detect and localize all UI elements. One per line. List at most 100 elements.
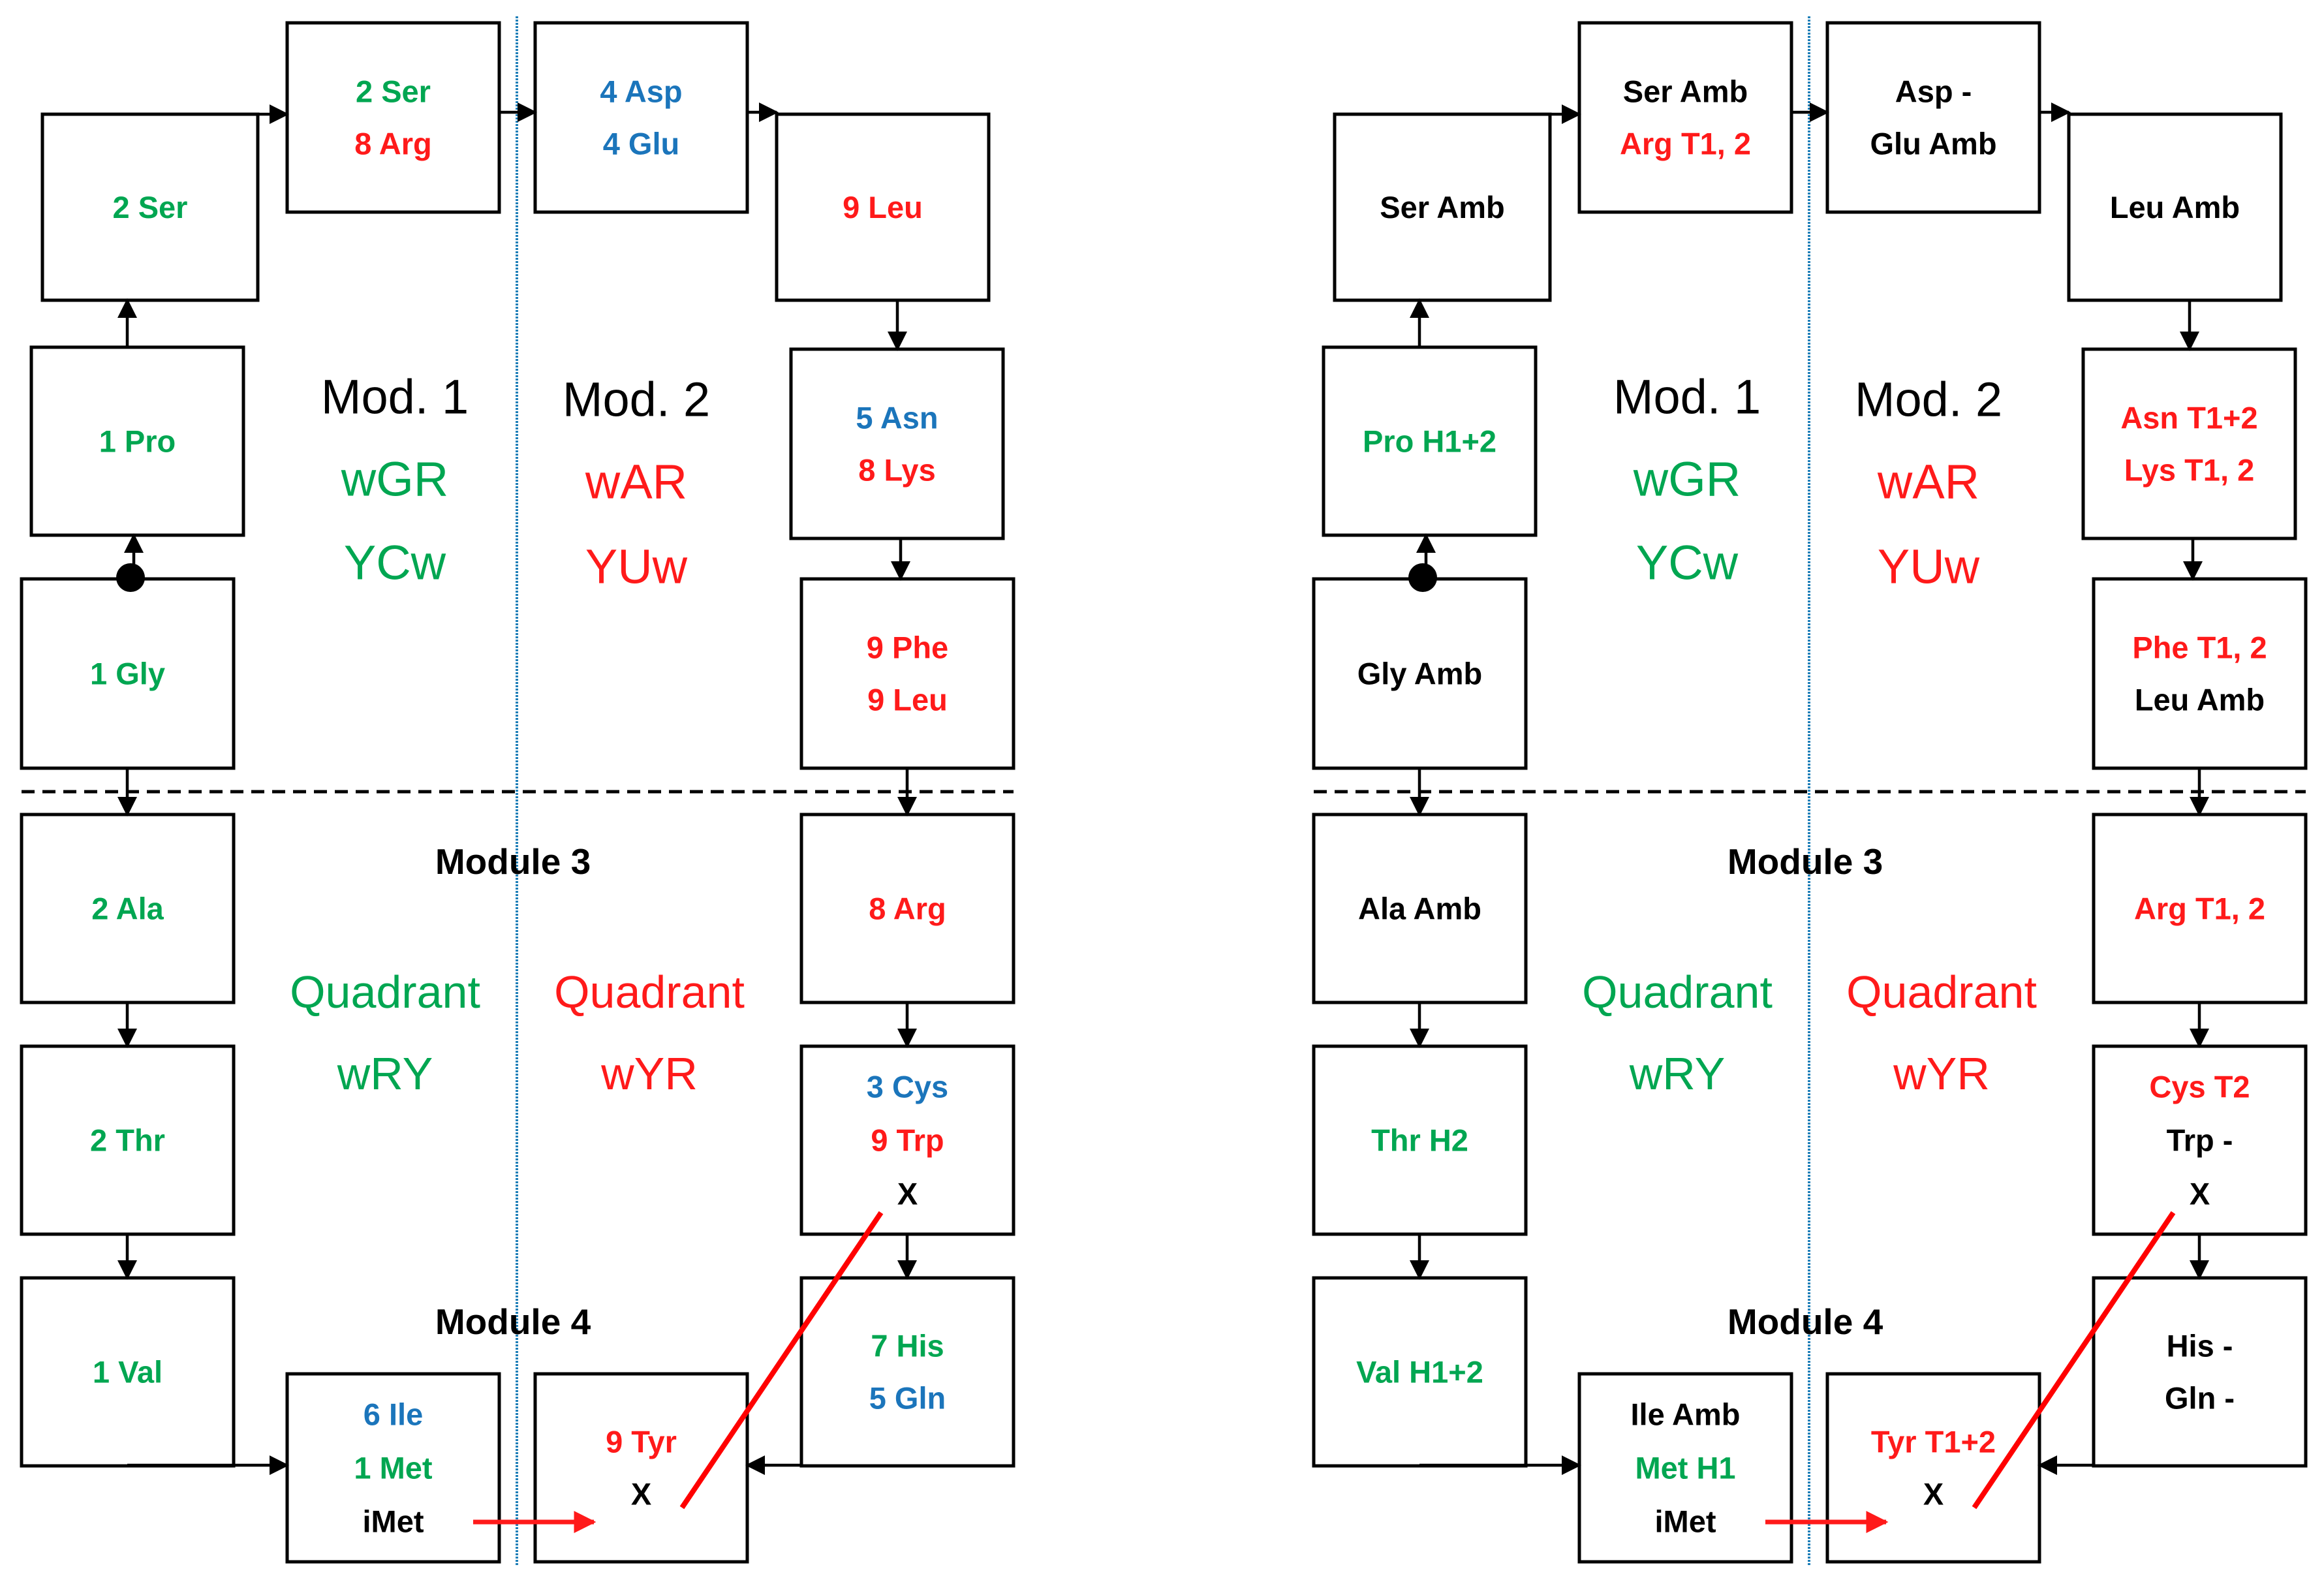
box-label: 2 Ala [91, 892, 164, 926]
box-outline [2092, 577, 2308, 770]
box-label: Arg T1, 2 [2134, 892, 2265, 926]
box-label: 4 Glu [603, 127, 680, 161]
mod1-title: Mod. 1 [321, 370, 469, 424]
box-label: 8 Arg [354, 127, 431, 161]
codon-box-val: 1 Val [20, 1276, 236, 1468]
box-label: Trp - [2167, 1123, 2233, 1158]
box-label: iMet [363, 1504, 424, 1539]
box-label: 4 Asp [600, 74, 682, 109]
box-label: 7 His [871, 1329, 944, 1363]
box-label: 1 Pro [99, 424, 176, 459]
codon-box-ser: Ser Amb [1333, 112, 1552, 302]
module3-title: Module 3 [435, 841, 591, 882]
box-label: 2 Ser [356, 74, 431, 109]
box-label: Pro H1+2 [1363, 424, 1496, 459]
codon-box-ala: 2 Ala [20, 813, 236, 1004]
box-outline [20, 1276, 236, 1468]
mod2-title: Mod. 2 [563, 373, 710, 427]
box-label: Gly Amb [1357, 657, 1483, 691]
quadrant-left-label: Quadrant [290, 967, 480, 1017]
box-label: Gln - [2165, 1381, 2235, 1416]
codon-box-arg: 8 Arg [799, 813, 1015, 1004]
box-outline [533, 1372, 749, 1564]
codon-box-val: Val H1+2 [1312, 1276, 1528, 1468]
codon-box-gly: Gly Amb [1312, 577, 1528, 770]
mod2-line2: YUw [1878, 540, 1980, 594]
codon-box-ala: Ala Amb [1312, 813, 1528, 1004]
box-label: 6 Ile [364, 1397, 423, 1432]
box-outline [40, 112, 260, 302]
box-label: Lys T1, 2 [2124, 453, 2254, 488]
box-label: Val H1+2 [1356, 1355, 1483, 1390]
box-label: Phe T1, 2 [2132, 630, 2267, 665]
mod1-title: Mod. 1 [1613, 370, 1761, 424]
box-label: Asp - [1895, 74, 1972, 109]
red-diagonal-line [679, 1211, 884, 1510]
box-outline [285, 1372, 501, 1564]
codon-box-ser: 2 Ser [40, 112, 260, 302]
box-outline [1333, 112, 1552, 302]
box-outline [799, 1276, 1015, 1468]
box-label: X [897, 1177, 918, 1211]
box-outline [775, 112, 991, 302]
mod1-line2: YCw [1636, 536, 1739, 590]
box-label: 1 Gly [90, 657, 165, 691]
start-dot [116, 563, 145, 592]
box-outline [1825, 21, 2041, 214]
box-outline [1312, 577, 1528, 770]
start-dot [1408, 563, 1437, 592]
box-label: 9 Phe [867, 630, 948, 665]
codon-box-pro: 1 Pro [29, 345, 245, 537]
codon-box-thr: Thr H2 [1312, 1044, 1528, 1236]
box-outline [1312, 1276, 1528, 1468]
box-outline [1312, 1044, 1528, 1236]
codon-box-pro: Pro H1+2 [1322, 345, 1538, 537]
box-outline [20, 577, 236, 770]
box-label: 9 Trp [871, 1123, 944, 1158]
mod1-line2: YCw [344, 536, 446, 590]
box-label: 2 Thr [90, 1123, 165, 1158]
quadrant-right-label: Quadrant [1846, 967, 2037, 1017]
box-label: Ala Amb [1358, 892, 1481, 926]
codon-box-his-gln: His - Gln - [2092, 1276, 2308, 1468]
box-outline [799, 813, 1015, 1004]
box-label: X [631, 1477, 651, 1512]
quadrant-left-sub: wRY [337, 1048, 433, 1099]
quadrant-left-label: Quadrant [1582, 967, 1773, 1017]
box-label: 9 Leu [867, 683, 948, 717]
box-label: 5 Gln [869, 1381, 946, 1416]
module4-title: Module 4 [435, 1301, 591, 1342]
box-label: Glu Amb [1870, 127, 1996, 161]
mod2-title: Mod. 2 [1855, 373, 2002, 427]
box-label: 8 Arg [869, 892, 946, 926]
box-label: iMet [1655, 1504, 1716, 1539]
codon-box-thr: 2 Thr [20, 1044, 236, 1236]
box-label: Asn T1+2 [2120, 401, 2257, 435]
box-label: Thr H2 [1371, 1123, 1468, 1158]
mod2-line1: wAR [585, 455, 687, 509]
box-outline [2092, 1276, 2308, 1468]
box-outline [799, 1044, 1015, 1236]
box-label: Cys T2 [2149, 1070, 2250, 1104]
box-outline [1577, 21, 1793, 214]
box-outline [533, 21, 749, 214]
box-outline [1825, 1372, 2041, 1564]
codon-box-his-gln: 7 His 5 Gln [799, 1276, 1015, 1468]
codon-box-ser-arg: 2 Ser 8 Arg [285, 21, 501, 214]
box-label: 1 Met [354, 1451, 432, 1485]
codon-box-leu: Leu Amb [2067, 112, 2283, 302]
box-outline [20, 813, 236, 1004]
box-outline [2092, 813, 2308, 1004]
box-label: His - [2167, 1329, 2233, 1363]
box-label: Leu Amb [2110, 190, 2240, 225]
box-label: 5 Asn [856, 401, 938, 435]
